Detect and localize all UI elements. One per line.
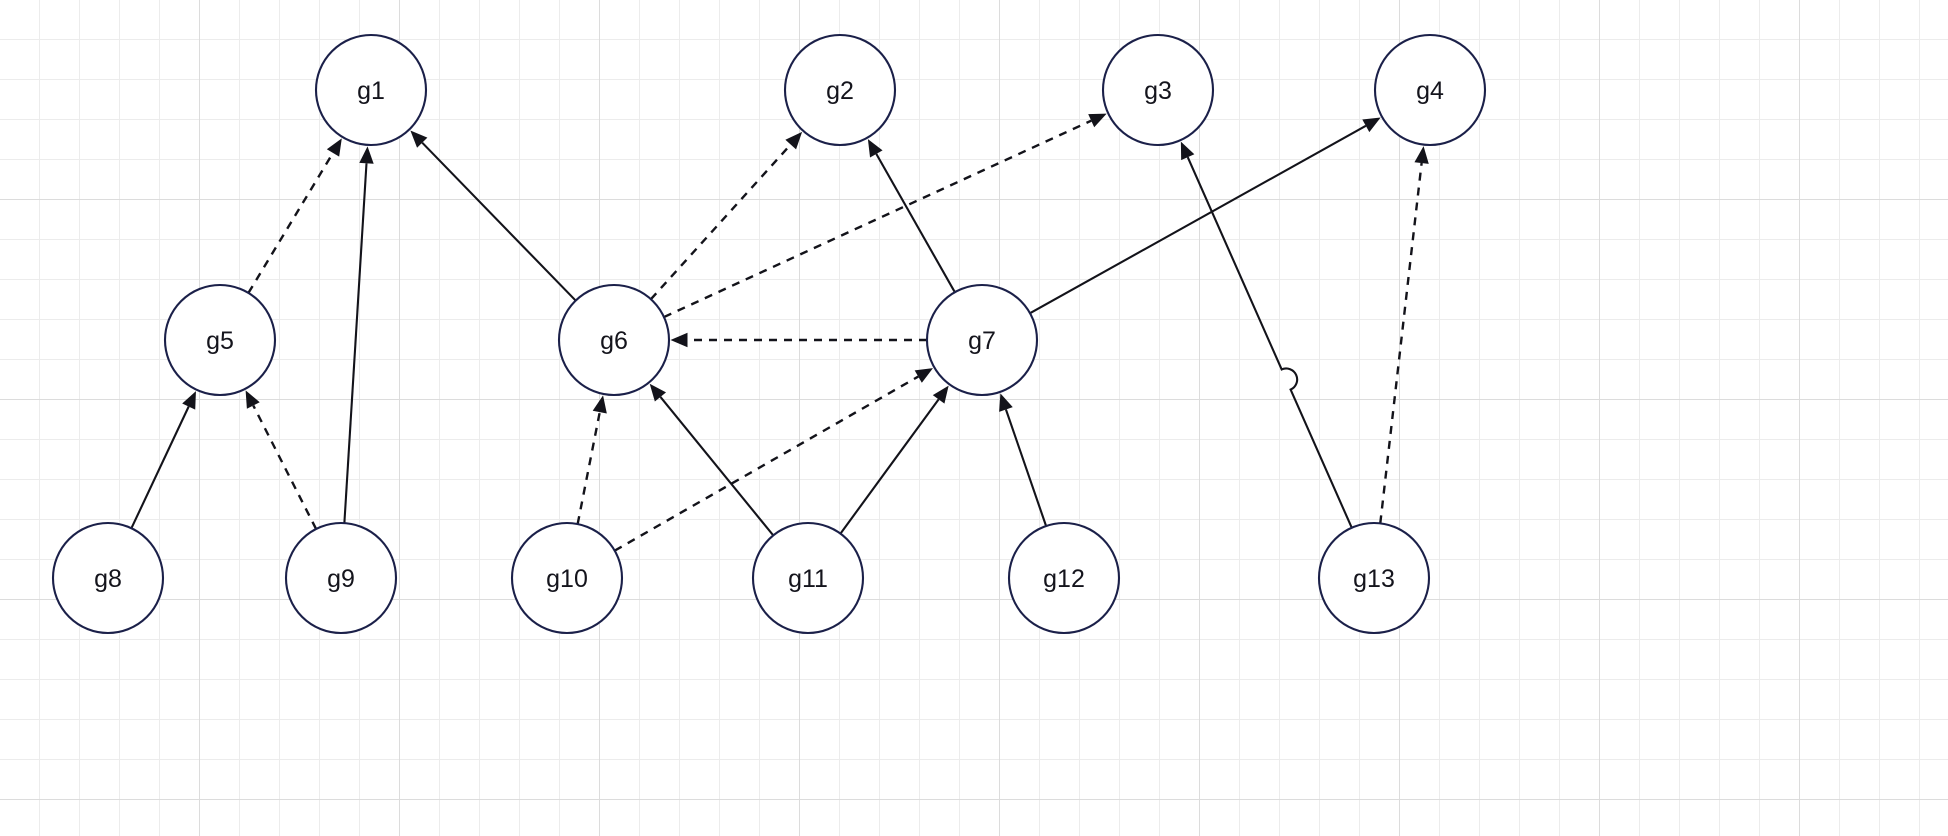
edge-g11-to-g6[interactable] (649, 383, 775, 537)
node-label-g13: g13 (1353, 565, 1395, 593)
node-circle-g10[interactable] (510, 521, 624, 635)
arrow-head-icon (867, 139, 883, 158)
edge-line-solid (839, 398, 940, 535)
node-g4[interactable]: g4 (1373, 33, 1487, 147)
arrow-head-icon (182, 391, 196, 410)
node-label-g11: g11 (788, 565, 828, 593)
edge-line-solid (343, 163, 368, 524)
arrow-head-icon (1088, 113, 1107, 128)
edge-g13-to-g3[interactable] (1180, 141, 1353, 529)
node-label-g5: g5 (206, 327, 234, 355)
node-layer: g1 g2 g3 g4 g5 g6 g7 g8 g9 g10 g11 g12 g13 (51, 33, 1487, 635)
arrow-head-icon (1180, 141, 1195, 161)
edge-line-solid (1004, 409, 1048, 527)
edge-line-dotted (649, 143, 792, 301)
node-circle-g4[interactable] (1373, 33, 1487, 147)
edge-g7-to-g2[interactable] (867, 139, 956, 293)
node-label-g9: g9 (327, 565, 355, 593)
edge-g5-to-g1[interactable] (247, 138, 342, 294)
edge-line-dotted (252, 404, 318, 530)
node-label-g7: g7 (968, 327, 996, 355)
arrow-head-icon (245, 390, 260, 409)
arrow-head-icon (359, 146, 374, 164)
node-g2[interactable]: g2 (783, 33, 897, 147)
node-g12[interactable]: g12 (1007, 521, 1121, 635)
edge-layer (130, 113, 1429, 552)
arrow-head-icon (649, 383, 667, 402)
node-label-g10: g10 (546, 565, 588, 593)
node-g1[interactable]: g1 (314, 33, 428, 147)
edge-line-solid (1029, 124, 1367, 315)
edge-line-dotted (614, 375, 919, 552)
arrow-head-icon (785, 131, 803, 150)
edge-g8-to-g5[interactable] (130, 391, 196, 529)
node-circle-g12[interactable] (1007, 521, 1121, 635)
edge-g6-to-g3[interactable] (663, 113, 1107, 319)
node-circle-g2[interactable] (783, 33, 897, 147)
node-g9[interactable]: g9 (284, 521, 398, 635)
edge-line-solid (659, 396, 775, 537)
node-g11[interactable]: g11 (751, 521, 865, 635)
node-circle-g5[interactable] (163, 283, 277, 397)
node-g13[interactable]: g13 (1317, 521, 1431, 635)
edge-g6-to-g1[interactable] (410, 130, 577, 302)
arrow-head-icon (1362, 117, 1381, 133)
edge-line-solid (130, 406, 190, 529)
node-label-g1: g1 (357, 77, 385, 105)
arrow-head-icon (999, 393, 1013, 412)
edge-g7-to-g6[interactable] (670, 332, 928, 348)
edge-g13-to-g4[interactable] (1379, 146, 1429, 524)
node-label-g4: g4 (1416, 77, 1444, 105)
node-label-g3: g3 (1144, 77, 1172, 105)
edge-line-solid (1186, 156, 1353, 529)
edge-line-dotted (576, 411, 601, 525)
node-circle-g6[interactable] (557, 283, 671, 397)
arrow-head-icon (1414, 146, 1429, 164)
node-g5[interactable]: g5 (163, 283, 277, 397)
edge-g7-to-g4[interactable] (1029, 117, 1381, 315)
node-g6[interactable]: g6 (557, 283, 671, 397)
node-g3[interactable]: g3 (1101, 33, 1215, 147)
node-g8[interactable]: g8 (51, 521, 165, 635)
edge-g12-to-g7[interactable] (999, 393, 1048, 527)
edge-line-dotted (663, 119, 1092, 319)
node-g10[interactable]: g10 (510, 521, 624, 635)
node-circle-g1[interactable] (314, 33, 428, 147)
edge-g10-to-g7[interactable] (614, 368, 933, 552)
arrow-head-icon (410, 130, 428, 148)
node-circle-g9[interactable] (284, 521, 398, 635)
arrow-head-icon (670, 332, 688, 348)
node-label-g2: g2 (826, 77, 854, 105)
node-label-g8: g8 (94, 565, 122, 593)
node-label-g6: g6 (600, 327, 628, 355)
edge-g9-to-g1[interactable] (343, 146, 374, 524)
edge-line-solid (421, 141, 577, 302)
node-label-g12: g12 (1043, 565, 1085, 593)
edge-g9-to-g5[interactable] (245, 390, 318, 530)
edge-g11-to-g7[interactable] (839, 385, 949, 535)
node-g7[interactable]: g7 (925, 283, 1039, 397)
edge-line-solid (875, 153, 956, 293)
node-circle-g7[interactable] (925, 283, 1039, 397)
arrow-head-icon (326, 138, 342, 157)
arrow-head-icon (932, 385, 949, 404)
node-circle-g3[interactable] (1101, 33, 1215, 147)
node-circle-g11[interactable] (751, 521, 865, 635)
edge-g6-to-g2[interactable] (649, 131, 803, 301)
arrow-head-icon (592, 395, 607, 414)
node-circle-g8[interactable] (51, 521, 165, 635)
arrow-head-icon (914, 368, 933, 383)
edge-line-dotted (247, 152, 335, 294)
edge-g10-to-g6[interactable] (576, 395, 607, 525)
edge-line-dotted (1379, 162, 1423, 524)
node-circle-g13[interactable] (1317, 521, 1431, 635)
